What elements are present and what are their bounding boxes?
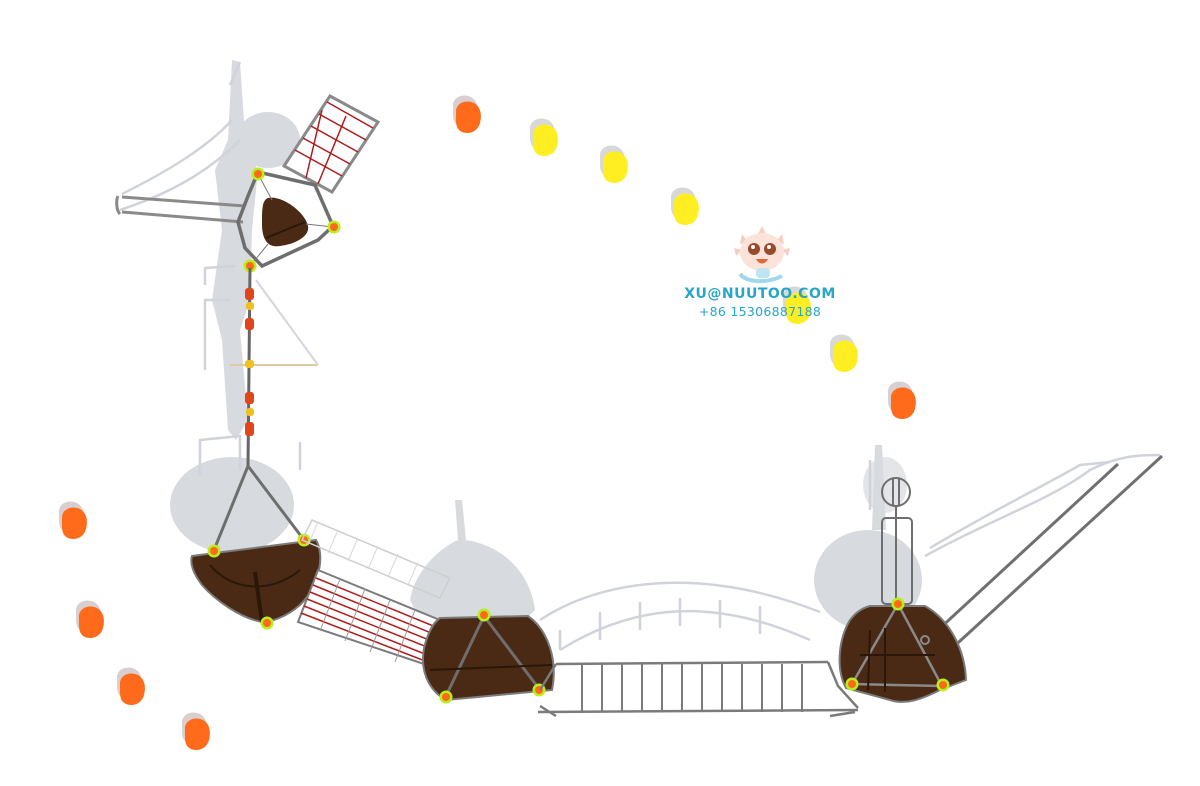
- watermark-email: XU@NUUTOO.COM: [684, 286, 836, 302]
- crows-nest-frame: [236, 169, 336, 269]
- climbing-pole: [230, 267, 319, 467]
- middle-platform-deck: [422, 614, 555, 702]
- climbing-holds: [245, 288, 254, 436]
- rope-ladder-net: [281, 94, 381, 194]
- watermark-phone: +86 15306887188: [698, 304, 822, 319]
- middle-platform-group: [422, 608, 555, 704]
- ghost-rails: [119, 61, 1161, 652]
- stern-group: [838, 454, 1164, 703]
- post-cap: [251, 167, 265, 181]
- post-cap: [327, 220, 341, 234]
- crows-nest-group: [115, 94, 381, 273]
- stepping-stones-left: [58, 501, 210, 750]
- pufferfish-mascot-icon: [734, 226, 790, 283]
- rope-tunnel-bridge: [296, 519, 454, 670]
- ladder-bridge: [537, 660, 859, 718]
- crows-nest-deck: [262, 197, 309, 247]
- stepping-stones-arc: [452, 95, 916, 419]
- stern-platform-deck: [838, 605, 968, 703]
- fireman-pole-slide: [923, 454, 1164, 654]
